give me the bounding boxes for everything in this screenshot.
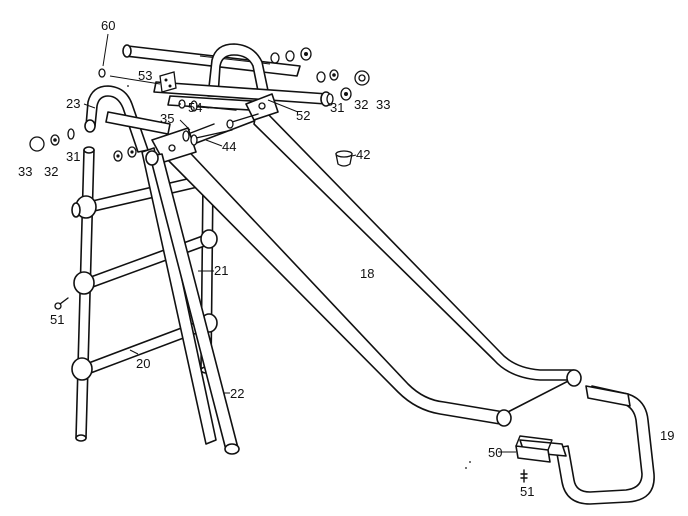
label-21: 21 — [214, 263, 228, 278]
label-20: 20 — [136, 356, 150, 371]
label-22: 22 — [230, 386, 244, 401]
ladder-nuts — [113, 146, 137, 162]
label-51-left: 51 — [50, 312, 64, 327]
bolt-35 — [182, 123, 215, 142]
foot-cap — [515, 435, 553, 463]
hardware-33-right — [354, 70, 370, 86]
hardware-32-left — [50, 134, 60, 146]
label-44: 44 — [222, 139, 236, 154]
label-31-left: 31 — [66, 149, 80, 164]
front-leg-21 — [141, 147, 217, 445]
label-52: 52 — [296, 108, 310, 123]
hardware-31-left — [67, 128, 75, 140]
label-50: 50 — [488, 445, 502, 460]
label-42: 42 — [356, 147, 370, 162]
hardware-32-right — [340, 87, 352, 101]
label-33-right: 33 — [376, 97, 390, 112]
label-18: 18 — [360, 266, 374, 281]
scan-specks — [127, 85, 471, 469]
label-32-right: 32 — [354, 97, 368, 112]
top-rail-nuts — [270, 47, 339, 83]
label-19: 19 — [660, 428, 674, 443]
end-cap-42 — [335, 150, 353, 167]
label-54: 54 — [188, 100, 202, 115]
label-23: 23 — [66, 96, 80, 111]
label-35: 35 — [160, 111, 174, 126]
screw-51-left — [54, 297, 69, 310]
leader-lines — [83, 33, 516, 453]
exit-loop-tube — [519, 385, 655, 505]
label-33-left: 33 — [18, 164, 32, 179]
bracket-53 — [159, 71, 177, 93]
cap-plug-60 — [98, 68, 106, 78]
label-60: 60 — [101, 18, 115, 33]
part-labels: 60 53 23 54 35 44 52 31 32 33 42 33 32 3… — [18, 18, 674, 499]
label-53: 53 — [138, 68, 152, 83]
label-32-left: 32 — [44, 164, 58, 179]
front-leg-22 — [145, 150, 240, 455]
left-handrail-loop — [84, 85, 149, 153]
screw-51-bottom — [520, 469, 528, 483]
label-51-bottom: 51 — [520, 484, 534, 499]
bolt-44 — [190, 113, 259, 146]
label-31-right: 31 — [330, 100, 344, 115]
hardware-33-left — [29, 136, 45, 152]
